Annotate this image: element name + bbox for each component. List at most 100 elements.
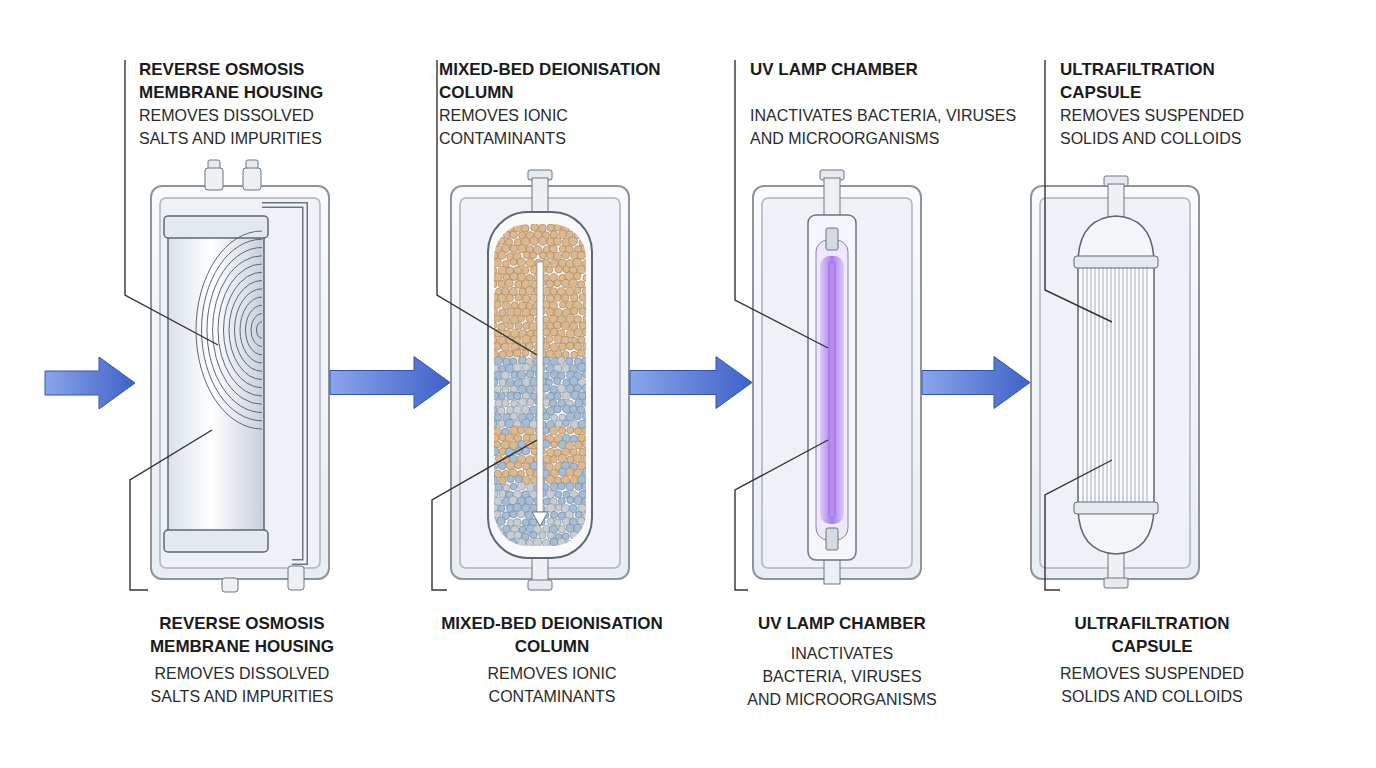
- resin-bead: [567, 427, 574, 434]
- resin-bead: [494, 476, 498, 485]
- fibre-line: [1146, 266, 1147, 504]
- resin-bead: [569, 267, 577, 275]
- resin-bead: [506, 350, 513, 357]
- lamp-electrode: [826, 528, 838, 550]
- resin-bead: [514, 267, 522, 275]
- resin-bead: [550, 259, 558, 267]
- resin-bead: [549, 498, 557, 506]
- resin-bead: [559, 245, 566, 252]
- resin-bead: [566, 413, 575, 422]
- potting-band: [1074, 256, 1158, 268]
- resin-bead: [566, 540, 574, 546]
- port: [243, 168, 261, 190]
- resin-bead: [575, 483, 582, 490]
- resin-bead: [511, 302, 518, 309]
- stage-description: REMOVES SUSPENDED SOLIDS AND COLLOIDS: [1052, 662, 1252, 708]
- resin-bead: [526, 303, 533, 310]
- resin-bead: [574, 342, 582, 350]
- resin-bead: [571, 351, 578, 358]
- resin-bead: [550, 315, 558, 323]
- resin-bead: [550, 231, 558, 239]
- resin-bead: [561, 448, 569, 456]
- spiral-wrap: [246, 305, 263, 355]
- resin-bead: [506, 364, 514, 372]
- resin-bead: [515, 475, 522, 482]
- resin-bead: [494, 252, 498, 259]
- resin-bead: [577, 266, 585, 274]
- resin-bead: [510, 231, 518, 239]
- resin-bead: [526, 259, 535, 268]
- resin-bead: [542, 232, 549, 239]
- resin-bead: [547, 504, 556, 513]
- resin-bead: [569, 518, 577, 526]
- permeate-pipe-inner: [262, 205, 305, 562]
- resin-bead: [497, 517, 505, 525]
- resin-bead: [561, 505, 569, 513]
- resin-bead: [558, 482, 565, 489]
- lamp-filament: [829, 262, 835, 518]
- leader-line: [735, 440, 828, 590]
- resin-bead: [574, 329, 582, 337]
- resin-bead: [502, 470, 509, 477]
- resin-bead: [494, 386, 501, 394]
- resin-bead: [494, 322, 497, 329]
- resin-bead: [518, 356, 526, 364]
- resin-bead: [554, 335, 563, 344]
- resin-bead: [506, 294, 513, 301]
- resin-bead: [535, 371, 542, 378]
- resin-bead: [510, 483, 517, 490]
- flow-arrow: [630, 357, 752, 409]
- resin-bead: [566, 468, 575, 477]
- resin-bead: [583, 512, 586, 520]
- resin-bead: [523, 463, 531, 471]
- resin-bead: [515, 448, 522, 455]
- uv-glow: [820, 256, 844, 524]
- resin-bead: [522, 267, 529, 274]
- resin-bead: [510, 426, 519, 435]
- resin-bead: [518, 245, 526, 253]
- resin-bead: [547, 518, 554, 525]
- resin-bead: [538, 505, 546, 513]
- resin-bead: [495, 455, 502, 462]
- resin-bead: [554, 378, 561, 385]
- resin-bead: [562, 420, 569, 427]
- resin-bead: [503, 456, 511, 464]
- resin-bead: [583, 315, 586, 323]
- resin-bead: [506, 461, 515, 470]
- resin-bead: [562, 533, 569, 540]
- resin-bead: [559, 274, 566, 281]
- spiral-wrap: [224, 272, 263, 388]
- resin-bead: [534, 483, 543, 492]
- port: [205, 168, 223, 190]
- port-nipple: [208, 160, 220, 170]
- resin-bead: [522, 308, 530, 316]
- resin-bead: [518, 539, 526, 546]
- inlet-pipe: [532, 178, 548, 214]
- housing-back-panel: [460, 198, 620, 568]
- resin-bead: [510, 316, 518, 324]
- fibre-line: [1114, 266, 1115, 504]
- resin-bead: [505, 239, 512, 246]
- resin-bead: [494, 497, 502, 505]
- resin-bead: [569, 279, 577, 287]
- resin-bead: [574, 232, 581, 239]
- resin-bead: [573, 454, 581, 462]
- resin-bead: [555, 462, 564, 471]
- resin-bead: [574, 316, 582, 324]
- resin-bead: [522, 491, 530, 499]
- resin-bead: [530, 308, 538, 316]
- resin-bead: [583, 468, 586, 476]
- resin-bead: [514, 379, 522, 387]
- resin-bead: [573, 272, 580, 279]
- resin-bead: [526, 232, 534, 240]
- resin-bead: [543, 525, 550, 532]
- resin-bead: [578, 532, 586, 540]
- resin-bead: [571, 307, 578, 314]
- resin-bead: [501, 441, 510, 450]
- potting-band: [1074, 502, 1158, 514]
- resin-bead: [562, 392, 570, 400]
- resin-bead: [526, 413, 534, 421]
- resin-bead: [530, 335, 538, 343]
- resin-bead: [527, 330, 534, 337]
- resin-bead: [530, 491, 539, 500]
